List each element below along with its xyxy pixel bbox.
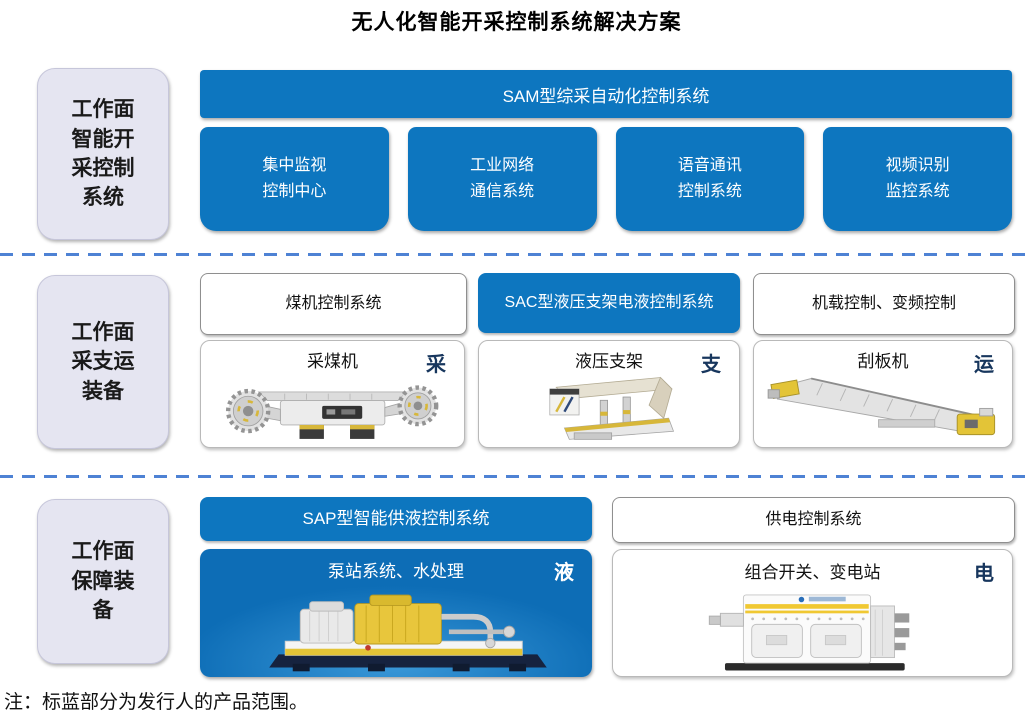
scraper-conveyor-icon (754, 369, 1012, 447)
subsystem-label-line: 工业网络 (470, 157, 535, 175)
row3-label-line: 工作面 (71, 540, 135, 564)
dashed-divider-2 (0, 475, 1033, 478)
row3-header-sap-system: SAP型智能供液控制系统 (200, 497, 592, 541)
subsystem-voice-communication: 语音通讯 控制系统 (615, 127, 805, 231)
equipment-card-shearer: 采煤机 采 (200, 340, 465, 448)
equipment-name: 液压支架 (575, 352, 643, 371)
pump-station-icon (200, 579, 592, 677)
row3-header-power-supply-control: 供电控制系统 (612, 497, 1015, 543)
row1-label-line: 智能开 (71, 127, 135, 151)
row3-label: 工作面 保障装 备 (37, 499, 169, 664)
row1-label-line: 采控制 (71, 157, 135, 180)
equipment-card-scraper-conveyor: 刮板机 运 (753, 340, 1013, 448)
equipment-name: 刮板机 (857, 352, 909, 371)
row1-label: 工作面 智能开 采控制 系统 (37, 68, 169, 240)
switchgear-icon (613, 580, 1012, 676)
row3-label-line: 备 (92, 599, 114, 623)
subsystem-label-line: 通信系统 (470, 183, 535, 200)
row2-label: 工作面 采支运 装备 (37, 275, 169, 449)
shearer-icon (201, 369, 464, 447)
equipment-tag-badge: 运 (974, 354, 994, 376)
subsystem-label-line: 语音通讯 (677, 157, 742, 175)
equipment-card-pump-station: 泵站系统、水处理 液 (200, 549, 592, 677)
equipment-name: 组合开关、变电站 (744, 563, 881, 582)
subsystem-label-line: 集中监视 (262, 157, 327, 175)
row2-label-line: 工作面 (71, 320, 135, 344)
equipment-name: 泵站系统、水处理 (328, 562, 464, 581)
footnote: 注：标蓝部分为发行人的产品范围。 (4, 692, 309, 713)
row2-header-onboard-vfd: 机载控制、变频控制 (753, 273, 1015, 335)
equipment-tag-badge: 支 (701, 354, 721, 376)
equipment-card-switchgear: 组合开关、变电站 电 (612, 549, 1013, 677)
row2-header-shearer-control: 煤机控制系统 (200, 273, 467, 335)
equipment-card-hydraulic-support: 液压支架 支 (478, 340, 740, 448)
row2-label-line: 采支运 (71, 350, 135, 374)
row2-header-sac-system: SAC型液压支架电液控制系统 (478, 273, 740, 333)
subsystem-label-line: 控制中心 (262, 183, 327, 200)
dashed-divider-1 (0, 253, 1033, 256)
hydraulic-support-icon (479, 369, 739, 447)
row2-label-line: 装备 (82, 379, 124, 403)
row3-label-line: 保障装 (71, 569, 135, 593)
subsystem-industrial-network: 工业网络 通信系统 (407, 127, 597, 231)
row1-subsystems: 集中监视 控制中心 工业网络 通信系统 语音通讯 控制系统 视频识别 监控系统 (200, 127, 1012, 231)
subsystem-central-monitoring: 集中监视 控制中心 (200, 127, 389, 231)
equipment-tag-badge: 液 (554, 562, 574, 584)
page-title: 无人化智能开采控制系统解决方案 (351, 11, 682, 34)
equipment-tag-badge: 采 (426, 354, 446, 376)
equipment-name: 采煤机 (307, 352, 358, 371)
equipment-tag-badge: 电 (974, 563, 994, 585)
row1-label-line: 工作面 (71, 98, 135, 122)
subsystem-video-recognition: 视频识别 监控系统 (823, 127, 1012, 231)
subsystem-label-line: 视频识别 (885, 157, 950, 175)
subsystem-label-line: 监控系统 (885, 183, 950, 200)
subsystem-label-line: 控制系统 (677, 183, 742, 200)
row1-label-line: 系统 (82, 186, 124, 210)
row1-header-sam-system: SAM型综采自动化控制系统 (200, 70, 1012, 118)
